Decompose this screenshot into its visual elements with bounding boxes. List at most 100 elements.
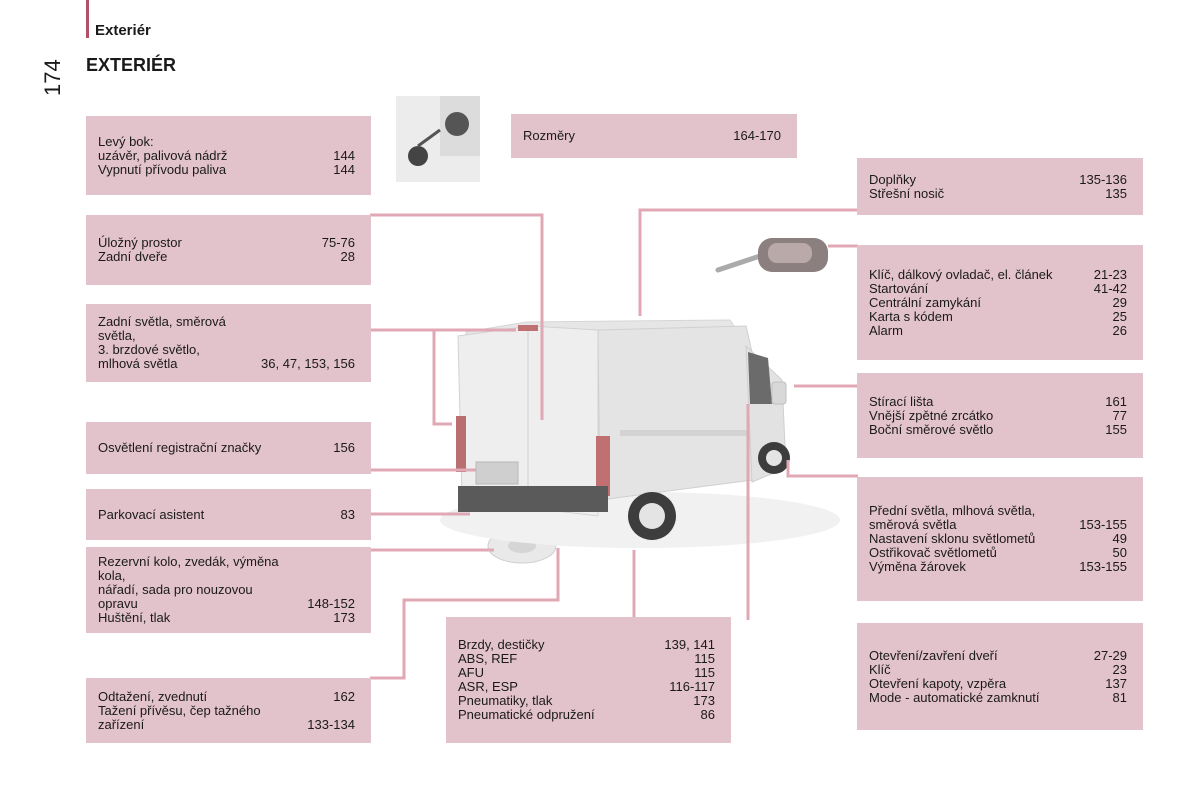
rezervni-page-link[interactable]: 173 [333,610,355,625]
fuel-cap-image [396,96,480,182]
brzdy-row: ABS, REF 115 [458,652,715,666]
doplnky-row: Střešní nosič 135 [869,185,1127,201]
klic-row: Startování 41-42 [869,280,1127,296]
brzdy-label: ABS, REF [458,651,518,666]
odtazeni-page-link[interactable]: 162 [333,688,355,704]
stiraci-label: Vnější zpětné zrcátko [869,407,994,423]
klic-page-link[interactable]: 41-42 [1093,280,1127,296]
zadni-svetla-label: Zadní světla, směrová světla, 3. brzdové… [98,314,226,371]
klic-page-link[interactable]: 21-23 [1093,266,1127,282]
stiraci-row: Stírací lišta 161 [869,393,1127,409]
brzdy-page-link[interactable]: 139, 141 [664,637,715,652]
stiraci-page-link[interactable]: 77 [1112,407,1127,423]
odtazeni-row: Tažení přívěsu, čep tažného zařízení 133-… [98,702,355,732]
levy-bok-row: Vypnutí přívodu paliva 144 [98,161,355,177]
klic-page-link[interactable]: 25 [1112,308,1127,324]
rozmery-label: Rozměry [523,128,576,143]
odtazeni-page-link[interactable]: 133-134 [307,716,355,732]
zadni-svetla-page-link[interactable]: 36, 47, 153, 156 [261,356,355,371]
predni-page-link[interactable]: 153-155 [1079,517,1127,532]
predni-page-link[interactable]: 153-155 [1079,559,1127,574]
brzdy-page-link[interactable]: 173 [693,693,715,708]
klic-row: Centrální zamykání 29 [869,294,1127,310]
rozmery-page-link[interactable]: 164-170 [733,128,781,143]
rezervni-row: Huštění, tlak 173 [98,611,355,625]
header-accent-bar [86,0,89,38]
otevreni-page-link[interactable]: 27-29 [1093,647,1127,663]
rozmery-row: Rozměry 164-170 [523,129,781,143]
klic-label: Klíč, dálkový ovladač, el. článek [869,266,1053,282]
otevreni-page-link[interactable]: 137 [1105,675,1127,691]
box-predni-svetla: Přední světla, mlhová světla, směrová sv… [857,477,1143,601]
klic-label: Centrální zamykání [869,294,981,310]
levy-bok-title-row: Levý bok: [98,134,355,149]
box-stiraci-lista: Stírací lišta 161 Vnější zpětné zrcátko 77… [857,373,1143,458]
otevreni-row: Otevření kapoty, vzpěra 137 [869,675,1127,691]
box-rozmery: Rozměry 164-170 [511,114,797,158]
stiraci-page-link[interactable]: 155 [1105,421,1127,437]
otevreni-label: Mode - automatické zamknutí [869,689,1040,705]
doplnky-page-link[interactable]: 135 [1105,185,1127,201]
odtazeni-label: Tažení přívěsu, čep tažného zařízení [98,702,261,732]
klic-page-link[interactable]: 29 [1112,294,1127,310]
ulozny-page-link[interactable]: 28 [340,249,355,264]
otevreni-label: Otevření/zavření dveří [869,647,998,663]
predni-label: Přední světla, mlhová světla, směrová sv… [869,503,1036,532]
predni-label: Výměna žárovek [869,559,966,574]
levy-bok-page-link[interactable]: 144 [333,161,355,177]
predni-page-link[interactable]: 50 [1112,545,1127,560]
rezervni-label: Huštění, tlak [98,610,171,625]
stiraci-page-link[interactable]: 161 [1105,393,1127,409]
klic-row: Klíč, dálkový ovladač, el. článek 21-23 [869,266,1127,282]
section-label: Exteriér [95,22,151,39]
brzdy-row: Brzdy, destičky 139, 141 [458,638,715,652]
klic-row: Alarm 26 [869,322,1127,338]
predni-row: Výměna žárovek 153-155 [869,560,1127,574]
page-title: EXTERIÉR [86,55,177,75]
otevreni-row: Otevření/zavření dveří 27-29 [869,647,1127,663]
otevreni-label: Otevření kapoty, vzpěra [869,675,1007,691]
brzdy-page-link[interactable]: 86 [700,707,715,722]
predni-row: Přední světla, mlhová světla, směrová sv… [869,504,1127,532]
brzdy-label: Brzdy, destičky [458,637,545,652]
zadni-svetla-row: Zadní světla, směrová světla, 3. brzdové… [98,315,355,371]
doplnky-label: Střešní nosič [869,185,945,201]
klic-label: Startování [869,280,929,296]
predni-page-link[interactable]: 49 [1112,531,1127,546]
klic-page-link[interactable]: 26 [1112,322,1127,338]
ulozny-page-link[interactable]: 75-76 [321,235,355,250]
levy-bok-page-link[interactable]: 144 [333,147,355,163]
otevreni-page-link[interactable]: 23 [1112,661,1127,677]
rezervni-label: Rezervní kolo, zvedák, výměna kola, nářa… [98,554,279,611]
brzdy-page-link[interactable]: 116-117 [669,679,715,694]
key-fob-image [715,238,828,273]
osvetleni-page-link[interactable]: 156 [333,440,355,455]
brzdy-page-link[interactable]: 115 [694,651,715,666]
parkovaci-page-link[interactable]: 83 [340,506,355,522]
rezervni-page-link[interactable]: 148-152 [307,596,355,611]
klic-label: Alarm [869,322,903,338]
levy-bok-label: uzávěr, palivová nádrž [98,147,228,163]
levy-bok-label: Vypnutí přívodu paliva [98,161,227,177]
otevreni-row: Mode - automatické zamknutí 81 [869,689,1127,705]
brzdy-page-link[interactable]: 115 [694,665,715,680]
doplnky-page-link[interactable]: 135-136 [1079,171,1127,187]
stiraci-row: Vnější zpětné zrcátko 77 [869,407,1127,423]
otevreni-page-link[interactable]: 81 [1112,689,1127,705]
stiraci-label: Stírací lišta [869,393,934,409]
brzdy-label: AFU [458,665,484,680]
